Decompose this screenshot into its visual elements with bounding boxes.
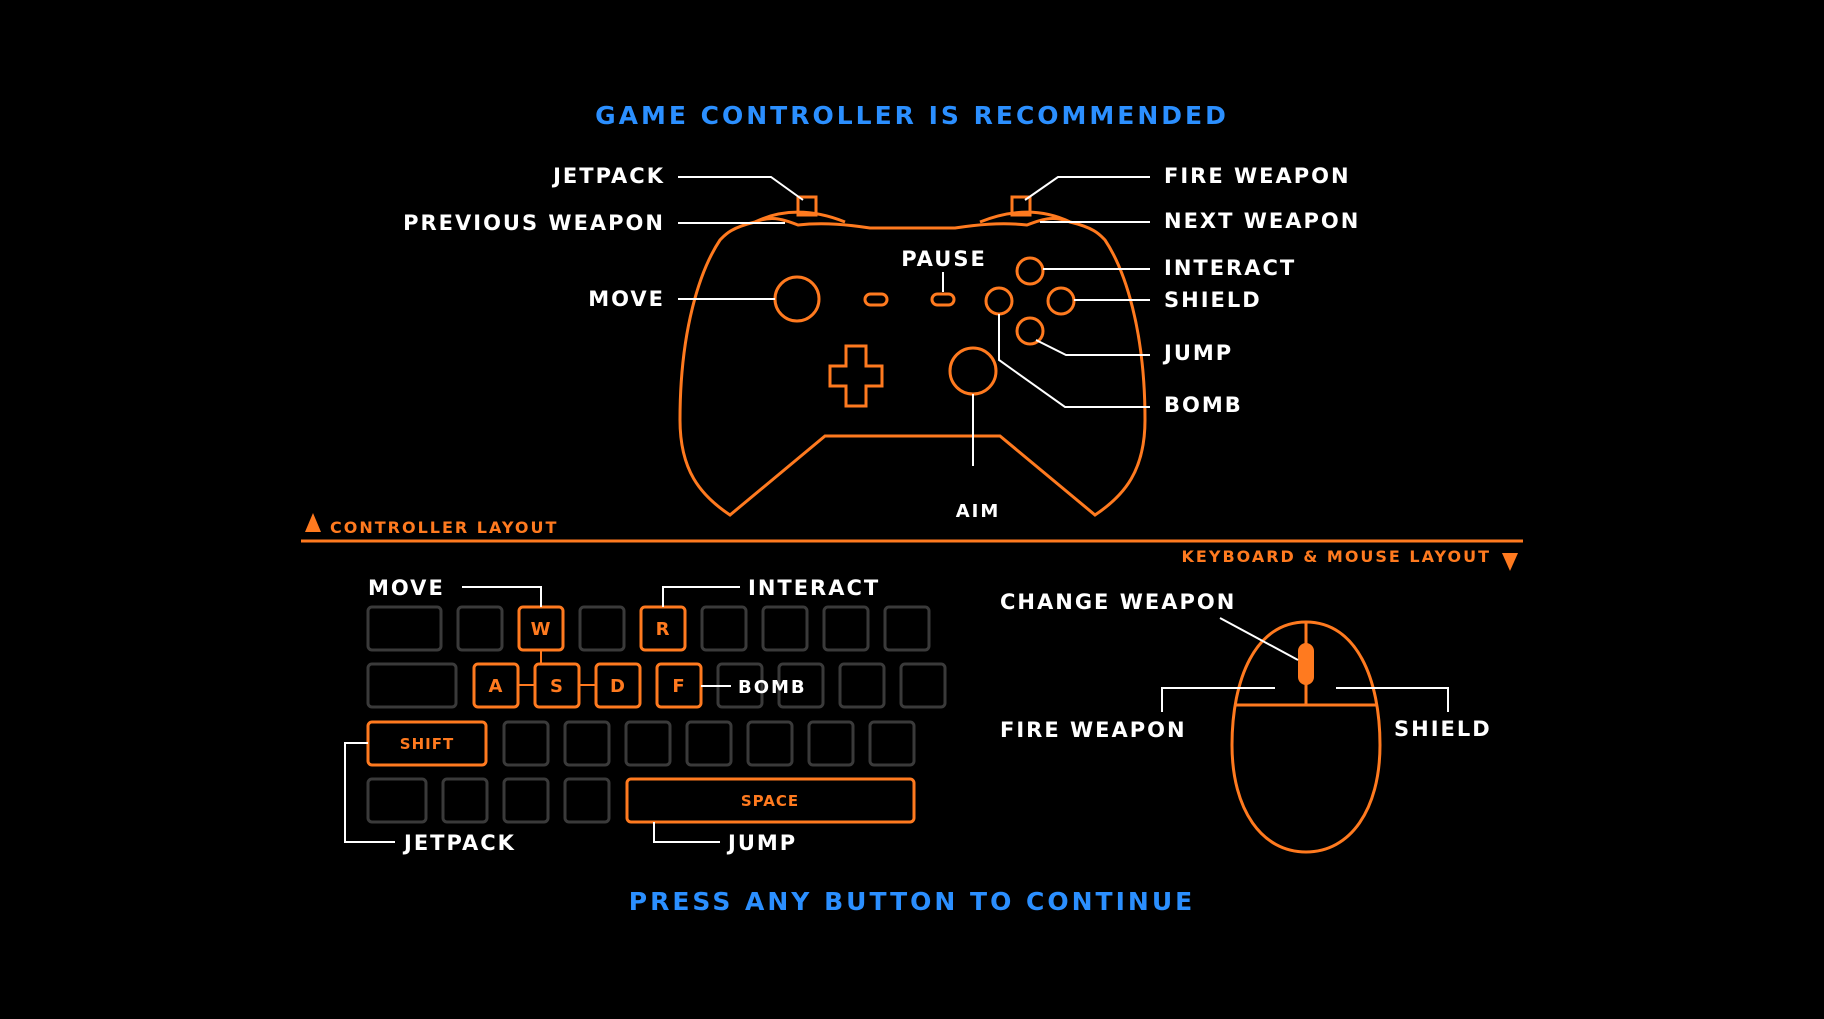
key-space-label: SPACE [741, 792, 799, 810]
leader-mouse-shield [1336, 688, 1448, 712]
key [885, 607, 929, 650]
face-button-top [1017, 258, 1043, 284]
section-divider: CONTROLLER LAYOUT KEYBOARD & MOUSE LAYOU… [301, 513, 1523, 571]
leader-kb-move [462, 587, 541, 607]
key [763, 607, 807, 650]
key [870, 722, 914, 765]
key [504, 722, 548, 765]
key-d-label: D [610, 676, 626, 697]
controller-layout-label: CONTROLLER LAYOUT [330, 518, 558, 537]
label-previous-weapon: PREVIOUS WEAPON [403, 211, 665, 235]
label-pause: PAUSE [901, 247, 987, 271]
label-next-weapon: NEXT WEAPON [1164, 209, 1360, 233]
leader-kb-jump [654, 822, 720, 842]
key [504, 779, 548, 822]
leader-fire-weapon [1025, 177, 1150, 200]
face-button-bottom [1017, 318, 1043, 344]
screen-title: GAME CONTROLLER IS RECOMMENDED [595, 101, 1229, 130]
key [580, 607, 624, 650]
key-shift-label: SHIFT [400, 735, 454, 753]
key-w-label: W [531, 619, 552, 640]
key [368, 779, 426, 822]
key [565, 779, 609, 822]
label-kb-bomb: BOMB [738, 677, 807, 698]
label-kb-jump: JUMP [726, 831, 797, 855]
label-shield: SHIELD [1164, 288, 1262, 312]
key-s-label: S [550, 676, 564, 697]
label-mouse-shield: SHIELD [1394, 717, 1492, 741]
key [809, 722, 853, 765]
label-bomb: BOMB [1164, 393, 1243, 417]
label-jetpack: JETPACK [551, 164, 665, 188]
key [368, 664, 456, 707]
dpad [830, 346, 882, 406]
leader-mouse-fire [1162, 688, 1275, 712]
mouse-diagram: CHANGE WEAPON FIRE WEAPON SHIELD [1000, 590, 1492, 852]
key [565, 722, 609, 765]
label-kb-jetpack: JETPACK [402, 831, 516, 855]
key [443, 779, 487, 822]
keyboard-layout-label: KEYBOARD & MOUSE LAYOUT [1182, 547, 1491, 566]
label-mouse-fire-weapon: FIRE WEAPON [1000, 718, 1187, 742]
view-button [865, 294, 887, 305]
label-interact: INTERACT [1164, 256, 1296, 280]
key-f-label: F [672, 676, 685, 697]
key [458, 607, 502, 650]
keyboard-diagram: W R A S D F SHIFT SPACE MOVE INTERACT BO… [345, 576, 945, 855]
mouse-wheel [1298, 643, 1314, 685]
menu-button [932, 294, 954, 305]
label-aim: AIM [956, 501, 1001, 522]
right-stick [950, 348, 996, 394]
leader-bomb [999, 314, 1150, 407]
key [824, 607, 868, 650]
key-r-label: R [656, 619, 671, 640]
key [901, 664, 945, 707]
label-move: MOVE [588, 287, 665, 311]
leader-jump [1036, 340, 1150, 355]
left-stick [775, 277, 819, 321]
face-button-right [1048, 288, 1074, 314]
label-kb-interact: INTERACT [748, 576, 880, 600]
leader-kb-jetpack [345, 743, 395, 842]
key [748, 722, 792, 765]
up-triangle-icon [305, 513, 321, 532]
key-a-label: A [489, 676, 504, 697]
key [687, 722, 731, 765]
key [702, 607, 746, 650]
continue-prompt[interactable]: PRESS ANY BUTTON TO CONTINUE [629, 887, 1195, 916]
label-fire-weapon: FIRE WEAPON [1164, 164, 1351, 188]
leader-jetpack [678, 177, 803, 200]
face-button-left [986, 288, 1012, 314]
leader-kb-interact [663, 587, 740, 607]
down-triangle-icon [1502, 553, 1518, 571]
label-kb-move: MOVE [368, 576, 445, 600]
label-mouse-change-weapon: CHANGE WEAPON [1000, 590, 1236, 614]
controller-diagram: JETPACK PREVIOUS WEAPON MOVE PAUSE FIRE … [403, 164, 1360, 522]
key [840, 664, 884, 707]
label-jump: JUMP [1162, 341, 1233, 365]
key [626, 722, 670, 765]
key [368, 607, 441, 650]
